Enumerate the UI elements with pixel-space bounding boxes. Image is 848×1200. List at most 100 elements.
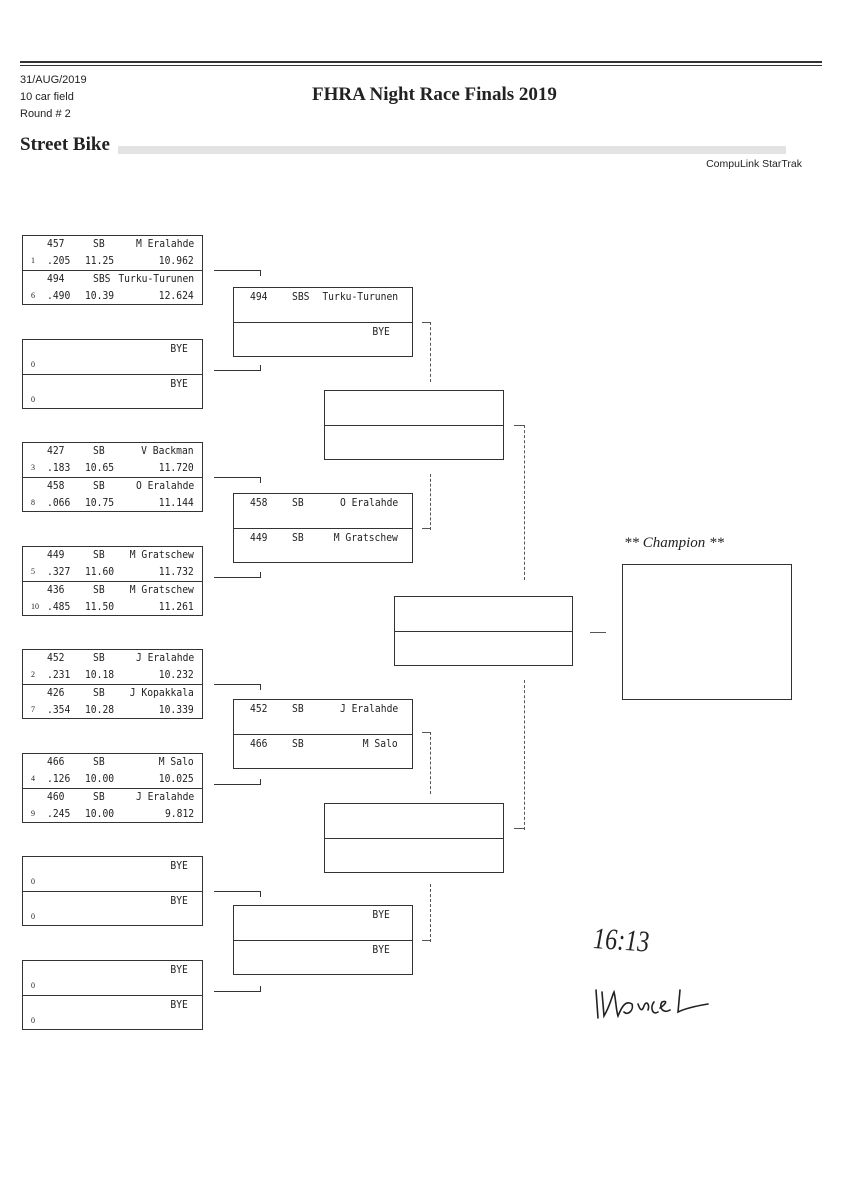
dial-in: 10.75 bbox=[84, 496, 114, 509]
bracket-connector bbox=[514, 425, 524, 426]
car-class: SBS bbox=[93, 272, 111, 285]
car-class: SB bbox=[292, 531, 304, 544]
car-number: 436 bbox=[47, 582, 65, 596]
racer-name: J Kopakkala bbox=[129, 686, 194, 699]
bracket-connector bbox=[214, 684, 261, 690]
seed-number: 5 bbox=[31, 566, 35, 576]
bye-label: BYE bbox=[170, 859, 188, 872]
dial-in: 10.00 bbox=[84, 806, 114, 820]
champion-box bbox=[622, 564, 792, 700]
racer-slot: BYE bbox=[234, 322, 412, 356]
round-number: Round # 2 bbox=[20, 108, 71, 120]
elapsed-time: 12.624 bbox=[159, 289, 194, 302]
bracket-connector bbox=[430, 322, 431, 382]
champion-label: ** Champion ** bbox=[624, 535, 725, 551]
car-class: SB bbox=[93, 582, 105, 596]
bracket-connector bbox=[524, 680, 525, 830]
dial-in: 10.39 bbox=[84, 289, 114, 302]
car-number: 466 bbox=[250, 737, 268, 750]
racer-name: J Eralahde bbox=[135, 651, 194, 664]
seed-number: 0 bbox=[31, 912, 35, 921]
elapsed-time: 11.261 bbox=[159, 599, 194, 613]
seed-number: 0 bbox=[31, 1015, 35, 1025]
car-number: 457 bbox=[47, 237, 65, 250]
bye-label: BYE bbox=[372, 908, 390, 921]
car-number: 452 bbox=[250, 702, 268, 715]
bracket-connector bbox=[214, 270, 261, 276]
car-class: SB bbox=[292, 496, 304, 509]
car-class: SB bbox=[93, 479, 105, 492]
bracket-connector bbox=[422, 322, 430, 323]
event-info: 31/AUG/2019 10 car field Round # 2 bbox=[20, 72, 87, 123]
reaction-time: .126 bbox=[47, 771, 71, 785]
reaction-time: .183 bbox=[47, 461, 71, 474]
field-size: 10 car field bbox=[20, 91, 74, 103]
bye-label: BYE bbox=[170, 341, 188, 355]
seed-number: 9 bbox=[31, 808, 35, 818]
header-rule-thin bbox=[20, 65, 822, 66]
car-number: 466 bbox=[47, 754, 65, 768]
car-number: 458 bbox=[250, 496, 268, 509]
bracket-connector bbox=[214, 477, 261, 483]
bracket-connector bbox=[514, 828, 524, 829]
reaction-time: .066 bbox=[47, 496, 71, 509]
bye-label: BYE bbox=[170, 962, 188, 976]
car-class: SB bbox=[93, 547, 105, 561]
dial-in: 11.60 bbox=[84, 564, 114, 578]
bracket-connector bbox=[430, 884, 431, 942]
racer-name: V Backman bbox=[141, 444, 194, 457]
page-title: FHRA Night Race Finals 2019 bbox=[312, 84, 557, 105]
seed-number: 8 bbox=[31, 498, 35, 507]
bracket-connector bbox=[430, 732, 431, 794]
event-date: 31/AUG/2019 bbox=[20, 74, 87, 86]
racer-name: Turku-Turunen bbox=[322, 290, 398, 303]
elapsed-time: 10.232 bbox=[159, 668, 194, 681]
racer-name: M Gratschew bbox=[333, 531, 398, 544]
dial-in: 11.50 bbox=[84, 599, 114, 613]
seed-number: 7 bbox=[31, 705, 35, 714]
bye-label: BYE bbox=[372, 325, 390, 338]
racer-name: M Salo bbox=[363, 737, 398, 750]
elapsed-time: 11.720 bbox=[159, 461, 194, 474]
seed-number: 2 bbox=[31, 670, 35, 679]
bracket-connector bbox=[590, 632, 606, 633]
reaction-time: .354 bbox=[47, 703, 71, 716]
bracket-connector bbox=[214, 364, 261, 371]
racer-slot bbox=[325, 425, 503, 459]
bracket-connector bbox=[422, 528, 430, 529]
car-number: 460 bbox=[47, 789, 65, 803]
racer-name: M Eralahde bbox=[135, 237, 194, 250]
racer-slot: BYE bbox=[234, 906, 412, 940]
car-class: SB bbox=[93, 444, 105, 457]
car-number: 449 bbox=[47, 547, 65, 561]
elapsed-time: 10.025 bbox=[159, 771, 194, 785]
racer-name: M Salo bbox=[159, 754, 194, 768]
seed-number: 6 bbox=[31, 291, 35, 300]
car-number: 426 bbox=[47, 686, 65, 699]
racer-name: J Eralahde bbox=[135, 789, 194, 803]
seed-number: 1 bbox=[31, 256, 35, 265]
handwritten-signature bbox=[595, 989, 709, 1019]
bracket-connector bbox=[214, 778, 261, 785]
racer-slot bbox=[395, 631, 572, 665]
racer-name: Turku-Turunen bbox=[118, 272, 194, 285]
racer-name: M Gratschew bbox=[129, 582, 194, 596]
reaction-time: .205 bbox=[47, 254, 71, 267]
